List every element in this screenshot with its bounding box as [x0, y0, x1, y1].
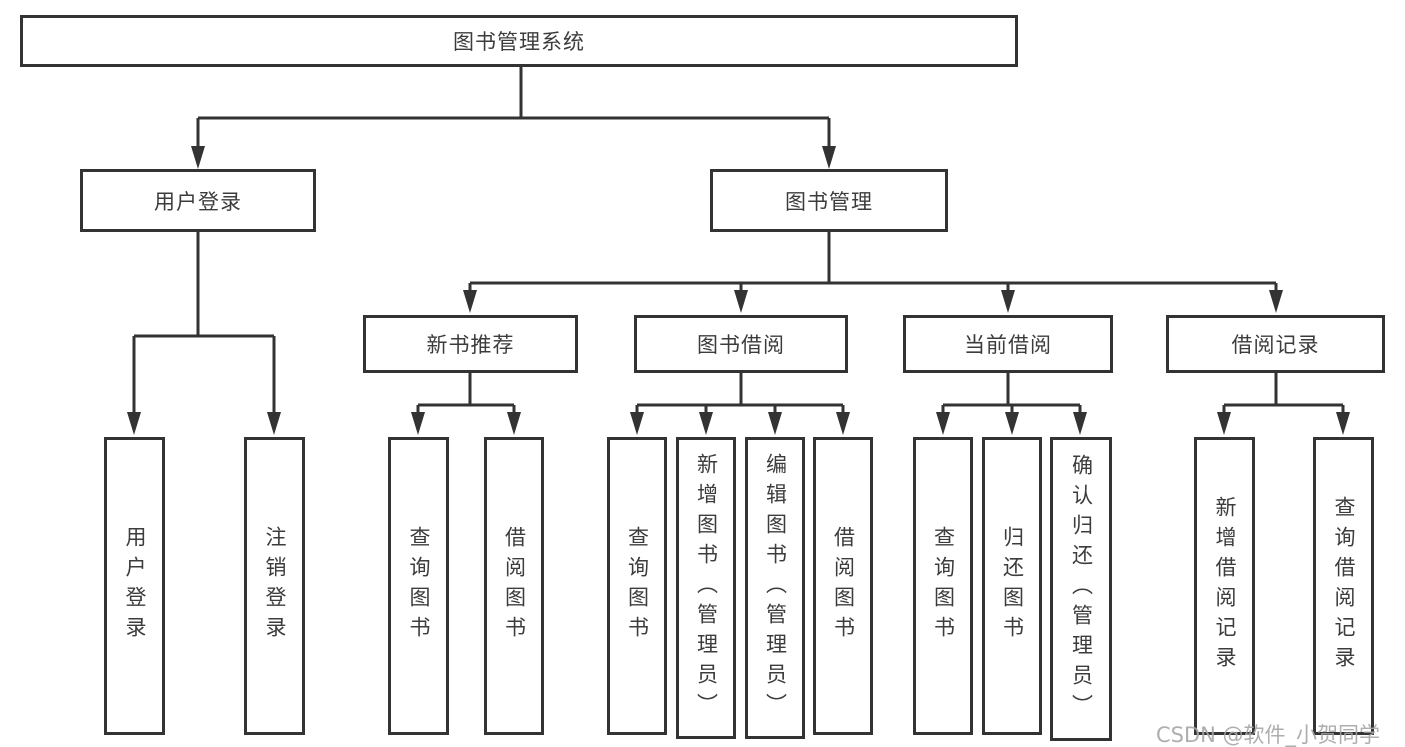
node-borrowing-records: 借阅记录	[1166, 315, 1385, 373]
arrowhead	[734, 290, 748, 313]
arrowhead	[630, 412, 644, 435]
connector-book-borrowing	[635, 373, 845, 412]
arrowhead	[127, 412, 141, 435]
leaf-user-login: 用户登录	[104, 437, 165, 735]
arrowhead	[768, 412, 782, 435]
arrowhead	[1073, 412, 1087, 435]
arrowhead	[267, 412, 281, 435]
node-new-book-recommend: 新书推荐	[363, 315, 578, 373]
node-root-label: 图书管理系统	[453, 30, 585, 54]
leaf-query-books-current: 查询图书	[913, 437, 973, 735]
node-user-login: 用户登录	[80, 169, 316, 232]
node-root: 图书管理系统	[20, 15, 1018, 67]
connector-root-stem	[196, 67, 831, 146]
arrowhead	[936, 412, 950, 435]
leaf-borrow-books-borrowing: 借阅图书	[813, 437, 873, 735]
arrowhead	[1269, 290, 1283, 313]
node-user-login-label: 用户登录	[154, 189, 242, 214]
leaf-add-books-admin: 新增图书（管理员）	[676, 437, 736, 739]
connector-borrowing-records	[1222, 373, 1345, 412]
leaf-add-borrow-record-label: 新增借阅记录	[1213, 496, 1237, 676]
leaf-query-borrow-record-label: 查询借阅记录	[1332, 496, 1356, 676]
connector-user-login	[132, 232, 276, 412]
node-book-borrowing: 图书借阅	[634, 315, 848, 373]
arrowhead	[1005, 412, 1019, 435]
leaf-query-books-recommend-label: 查询图书	[407, 526, 431, 646]
arrowhead	[507, 412, 521, 435]
leaf-borrow-books-recommend-label: 借阅图书	[502, 526, 527, 646]
leaf-return-books: 归还图书	[982, 437, 1042, 735]
connector-book-management	[468, 232, 1278, 290]
leaf-return-books-label: 归还图书	[1000, 526, 1025, 646]
connector-current-borrowing	[941, 373, 1082, 412]
node-current-borrowing-label: 当前借阅	[964, 333, 1052, 357]
node-book-management-label: 图书管理	[785, 189, 873, 214]
arrowhead	[699, 412, 713, 435]
leaf-query-books-current-label: 查询图书	[931, 526, 956, 646]
leaf-borrow-books-recommend: 借阅图书	[484, 437, 544, 735]
leaf-add-books-admin-label: 新增图书（管理员）	[694, 453, 719, 723]
arrowhead	[1001, 290, 1015, 313]
arrowhead	[1336, 412, 1350, 435]
leaf-query-borrow-record: 查询借阅记录	[1313, 437, 1374, 735]
leaf-confirm-return-admin: 确认归还（管理员）	[1050, 437, 1112, 741]
arrowhead	[463, 290, 477, 313]
node-book-borrowing-label: 图书借阅	[697, 333, 785, 357]
leaf-edit-books-admin: 编辑图书（管理员）	[745, 437, 805, 739]
leaf-query-books-borrowing: 查询图书	[607, 437, 667, 735]
leaf-query-books-recommend: 查询图书	[388, 437, 449, 735]
leaf-query-books-borrowing-label: 查询图书	[625, 526, 650, 646]
leaf-edit-books-admin-label: 编辑图书（管理员）	[763, 453, 788, 723]
node-borrowing-records-label: 借阅记录	[1231, 333, 1320, 357]
arrowhead	[836, 412, 850, 435]
connector-new-book-recommend	[416, 373, 516, 412]
arrowhead	[191, 146, 205, 169]
leaf-confirm-return-admin-label: 确认归还（管理员）	[1069, 454, 1094, 724]
arrowhead	[411, 412, 425, 435]
leaf-add-borrow-record: 新增借阅记录	[1194, 437, 1255, 735]
node-book-management: 图书管理	[710, 169, 948, 232]
csdn-watermark: CSDN @软件_小贺同学	[1156, 723, 1381, 747]
leaf-borrow-books-borrowing-label: 借阅图书	[831, 526, 856, 646]
leaf-logout-label: 注销登录	[263, 526, 287, 646]
arrowhead	[822, 146, 836, 169]
leaf-logout: 注销登录	[244, 437, 305, 735]
node-current-borrowing: 当前借阅	[903, 315, 1113, 373]
arrowhead	[1217, 412, 1231, 435]
leaf-user-login-label: 用户登录	[123, 526, 147, 646]
node-new-book-recommend-label: 新书推荐	[426, 333, 515, 357]
